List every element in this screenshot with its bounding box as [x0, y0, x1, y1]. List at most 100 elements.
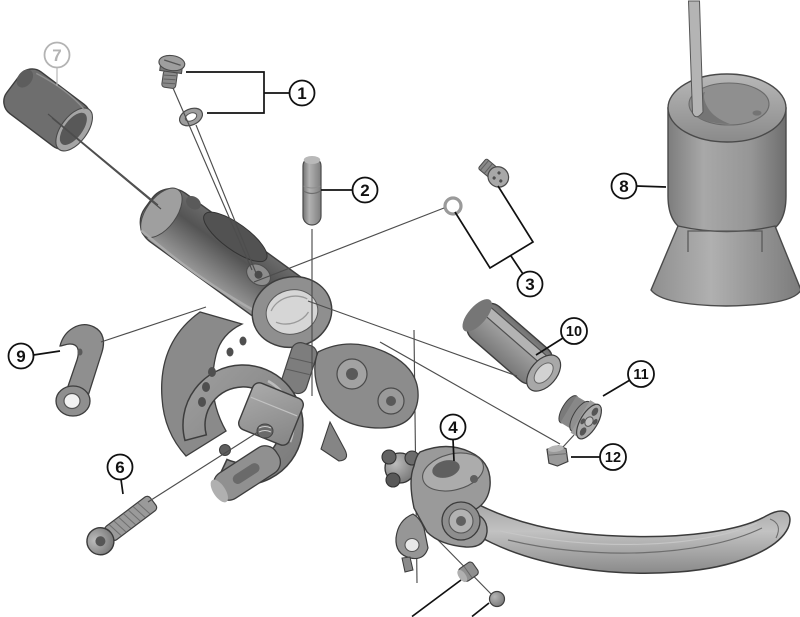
band-tab-hole: [63, 392, 81, 410]
stub-callout-4: [452, 439, 455, 462]
head-dot: [499, 179, 503, 183]
callout-3-label: 3: [525, 275, 534, 294]
part-7-end-cap: [3, 68, 93, 152]
stub-callout-9: [33, 350, 61, 356]
part-6-clamp-bolt-shape: [86, 495, 158, 556]
piston-slot: [591, 407, 599, 416]
bracket-callout-3: [454, 185, 535, 275]
part-1-washer: [178, 107, 204, 127]
part-small-ball: [488, 590, 506, 608]
hook-tab: [401, 556, 414, 573]
part-1-lid-screw: [158, 54, 204, 127]
leader-nut-cutoff: [411, 579, 462, 617]
flange-hole: [208, 367, 216, 377]
piston-hub: [584, 416, 594, 427]
bushing-facet: [547, 453, 567, 456]
part-3-bleed-screw: [478, 158, 510, 188]
callout-2-label: 2: [360, 181, 369, 200]
lug-tab: [320, 420, 348, 462]
lug-hole-1: [346, 368, 358, 380]
screw-thread: [164, 74, 177, 77]
leader-band: [100, 306, 207, 343]
pivot-bearing-core: [456, 516, 466, 526]
part-6-clamp-bolt: [86, 495, 158, 556]
barrel-top-hump: [203, 211, 268, 263]
foot-slot: [232, 463, 260, 484]
sleeve-back: [462, 299, 493, 332]
part-small-nut-shape: [457, 561, 479, 583]
callout-8: 8: [610, 172, 638, 200]
sleeve-channel: [484, 307, 552, 368]
leader-bore-bushing: [379, 341, 561, 445]
part-11-piston: [558, 395, 603, 440]
callout-10-circle: [560, 317, 588, 345]
callout-4: 4: [439, 413, 467, 441]
lug-hole-2: [386, 396, 396, 406]
bolt-thread: [123, 513, 136, 526]
callout-6: 6: [106, 453, 134, 481]
bleed-screw-thread: [480, 160, 489, 171]
callout-6-label: 6: [115, 458, 124, 477]
leader-oring: [253, 207, 445, 283]
part-12-bushing: [546, 445, 569, 467]
bore-thread: [270, 295, 308, 312]
part-11-piston-shape: [558, 395, 603, 440]
bore-thread: [275, 311, 310, 325]
part-4-lever-assembly: [381, 445, 791, 574]
neck-band: [289, 357, 314, 364]
callout-11: 11: [627, 360, 655, 388]
callout-6-circle: [106, 453, 134, 481]
clamp-foot: [210, 445, 282, 503]
bleed-screw-thread: [484, 163, 493, 174]
blade-ridge: [507, 527, 763, 554]
callout-1-circle: [288, 79, 316, 107]
blade-tip-edge: [769, 518, 779, 539]
callout-4-circle: [439, 413, 467, 441]
part-3-bleed-screw-shape: [478, 158, 510, 188]
funnel-notch: [752, 110, 762, 116]
funnel-base-frame: [687, 230, 763, 252]
foot-end: [210, 479, 229, 503]
callout-9-circle: [7, 342, 35, 370]
callout-12: 12: [599, 443, 627, 471]
leader-washer: [195, 124, 257, 274]
flange-hole: [198, 397, 206, 407]
funnel-rod: [687, 0, 704, 118]
sleeve-end-hole: [533, 362, 554, 384]
lever-blade: [443, 496, 791, 574]
nut-line: [463, 565, 473, 579]
sleeve-groove: [483, 314, 546, 368]
main-lever-body: [139, 187, 419, 503]
bolt-socket: [95, 536, 106, 547]
callout-11-label: 11: [633, 367, 648, 383]
callout-12-label: 12: [605, 450, 621, 466]
nut-cap: [457, 569, 468, 583]
stub-callout-8: [636, 185, 667, 188]
leader-bolt6: [147, 431, 259, 503]
stub-callout-6: [120, 479, 124, 495]
pin-band2: [303, 185, 321, 189]
leader-cap-b: [51, 117, 162, 210]
barrel-knob: [186, 195, 201, 210]
head-dot: [492, 176, 496, 180]
piston-slot: [579, 427, 587, 436]
pivot-top-hole: [432, 460, 460, 478]
piston-slot: [592, 418, 598, 425]
ball: [488, 590, 506, 608]
leader-cap-a: [47, 113, 159, 206]
barrel-front-cap: [140, 187, 183, 239]
part-10-piston-sleeve-shape: [462, 299, 562, 392]
callout-7-circle: [43, 41, 71, 69]
end-cap-detail: [16, 69, 34, 88]
callout-8-label: 8: [619, 177, 628, 196]
funnel-base: [650, 225, 800, 307]
flange-hole: [239, 336, 247, 346]
callout-4-label: 4: [448, 418, 458, 437]
end-cap-ridge: [35, 72, 85, 110]
screw-thread: [163, 78, 176, 81]
leader-lines-front: [33, 71, 667, 617]
part-2-pivot-pin: [302, 156, 322, 226]
callout-2-circle: [351, 176, 379, 204]
callout-3: 3: [516, 270, 544, 298]
bleed-port-hole: [254, 270, 263, 279]
